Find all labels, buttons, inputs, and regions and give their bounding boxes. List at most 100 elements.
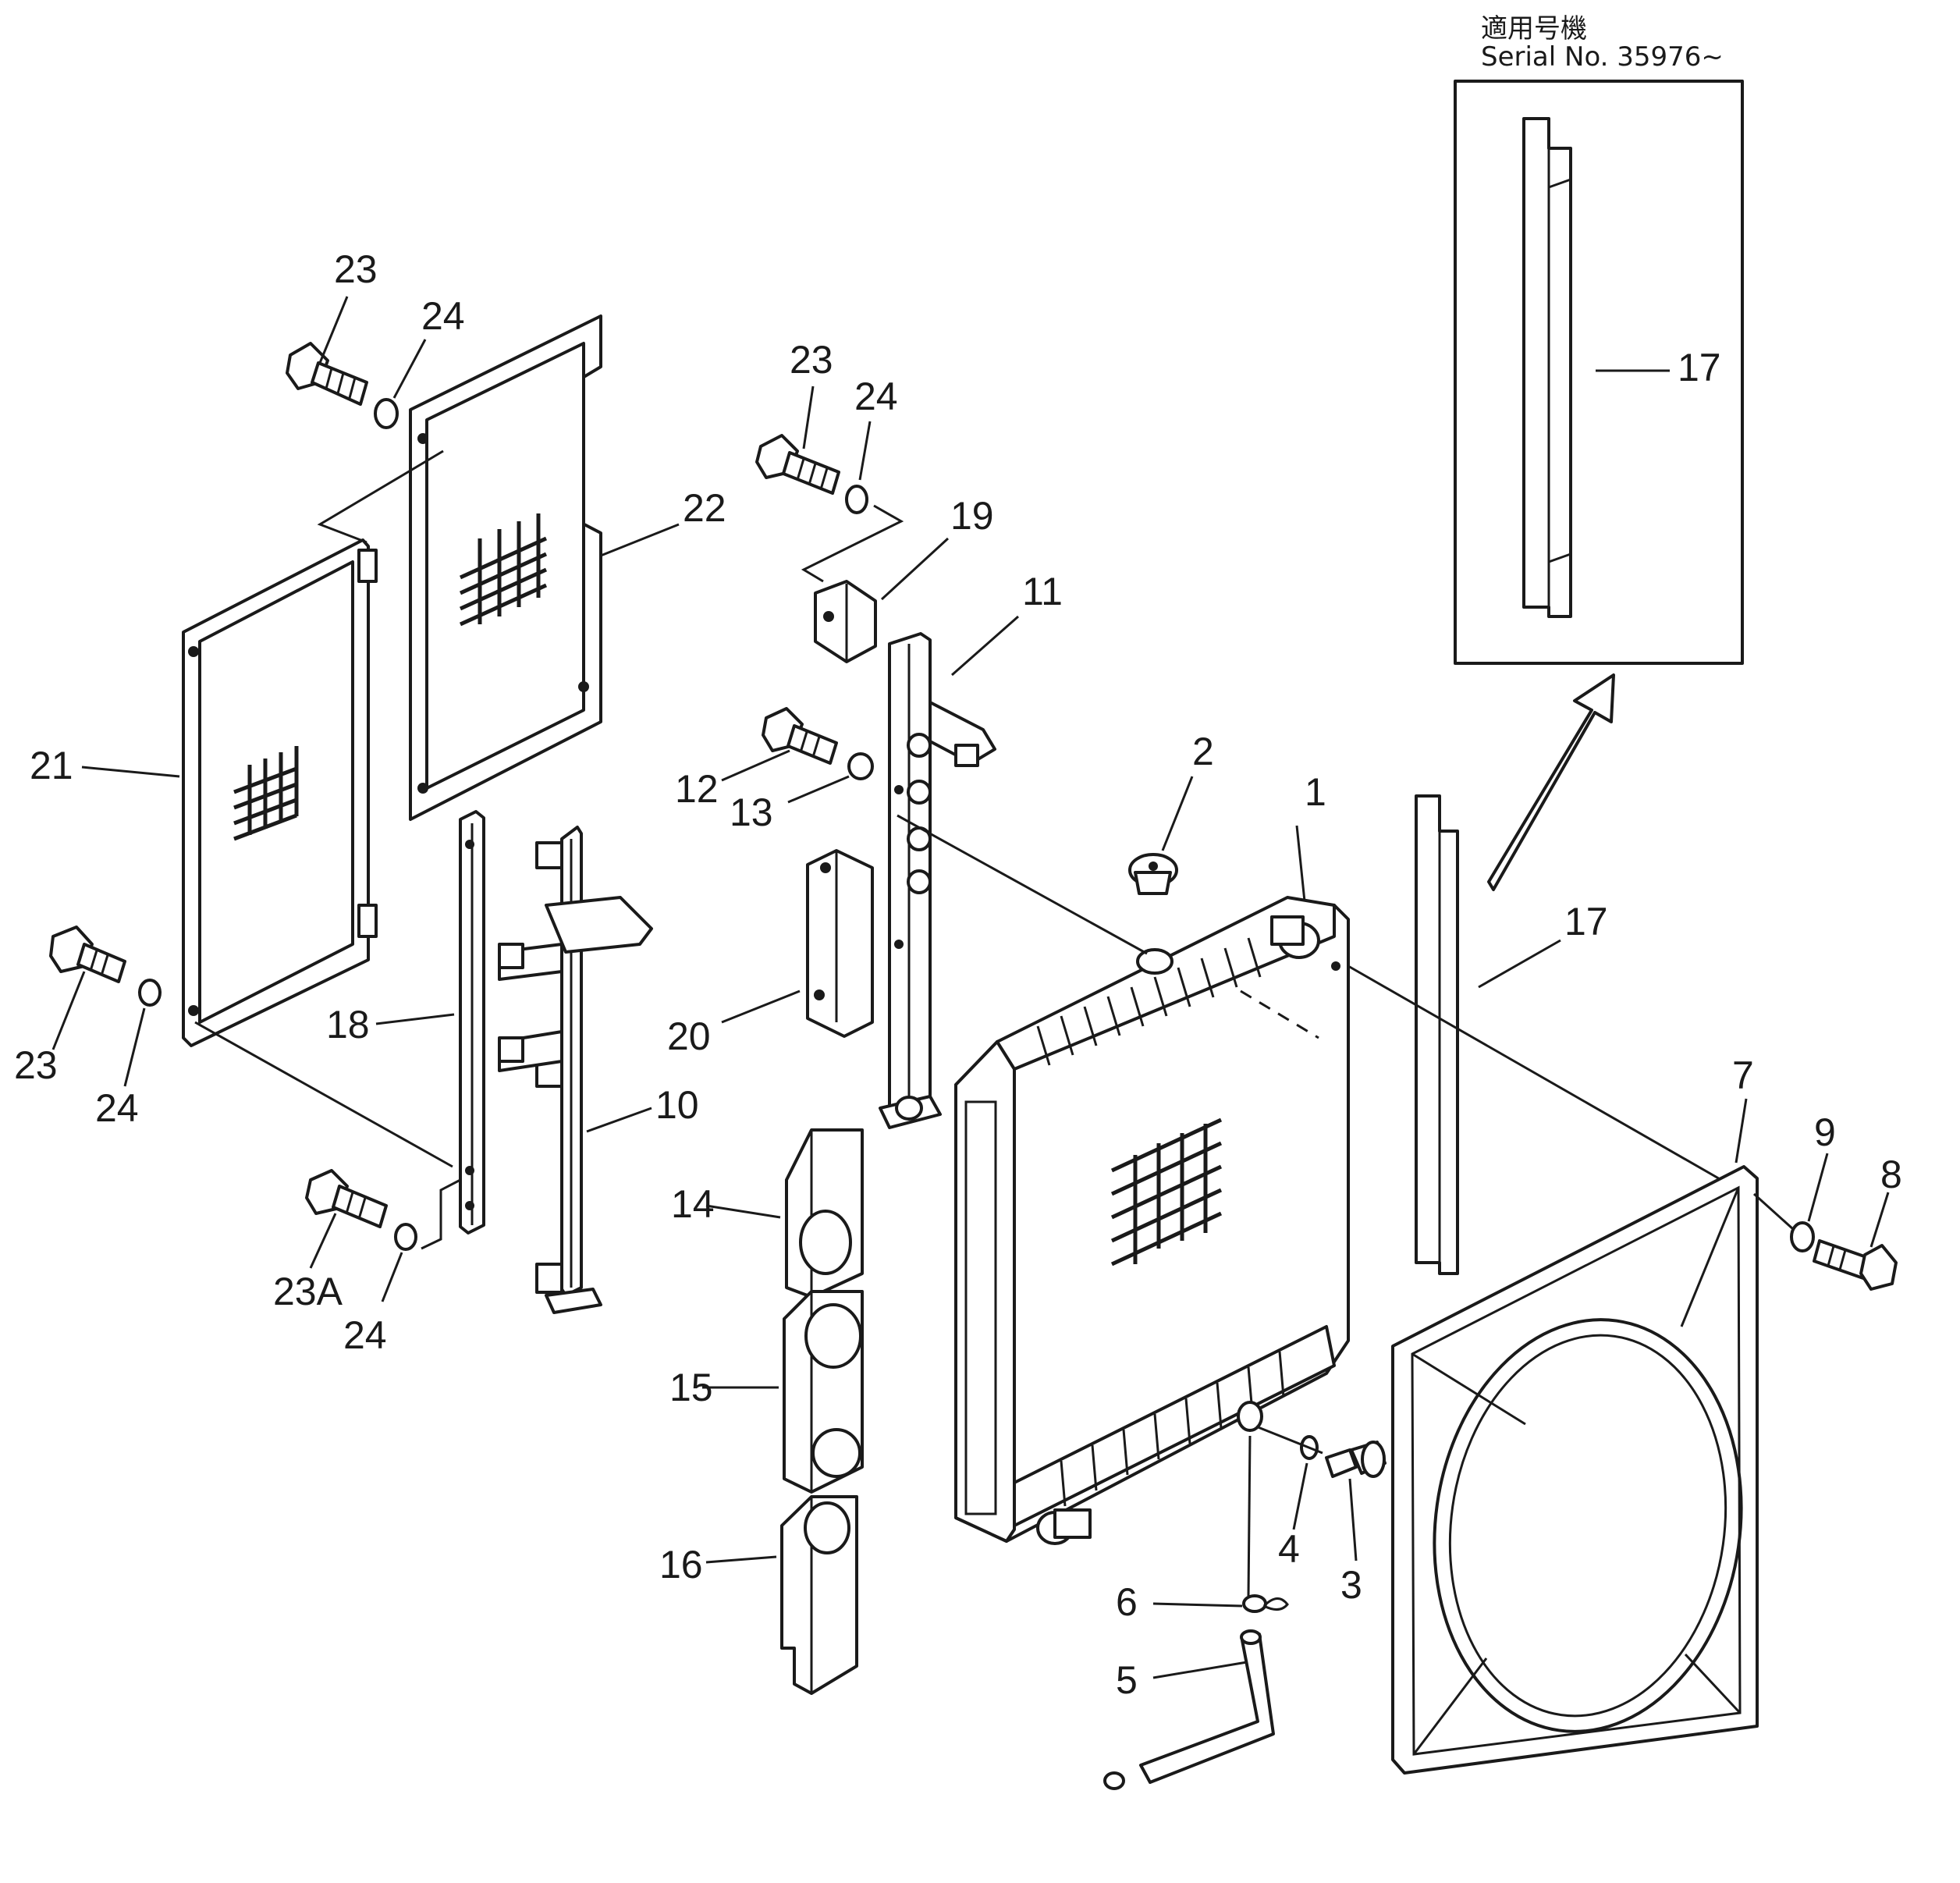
guide-line-17 [1348, 965, 1733, 1188]
bracket-18 [459, 810, 485, 1235]
leader-8 [1869, 1192, 1890, 1248]
bolt-8 [1813, 1239, 1898, 1291]
callout-12: 12 [675, 767, 719, 811]
guide-line-21 [194, 1021, 453, 1168]
radiator-1 [954, 896, 1350, 1545]
callout-13: 13 [730, 791, 773, 834]
leader-13 [787, 775, 850, 804]
leader-23-c [802, 385, 815, 449]
washer-24-left [138, 979, 162, 1007]
guide-line-9 [1752, 1192, 1795, 1231]
hose-clip-6 [1242, 1435, 1289, 1613]
leader-2 [1161, 776, 1194, 851]
leader-24-b [123, 1007, 146, 1087]
bolt-23-left [49, 926, 126, 983]
callout-19: 19 [950, 494, 994, 538]
guide-line-12 [897, 814, 1148, 955]
leader-17 [1478, 939, 1561, 989]
leader-23-a [318, 296, 349, 364]
callout-11: 11 [1022, 570, 1063, 613]
bracket-19 [814, 580, 877, 663]
callout-23-b: 23 [14, 1043, 58, 1087]
callout-3: 3 [1340, 1563, 1362, 1607]
drain-hose-5 [1103, 1629, 1275, 1790]
guide-line-19 [801, 504, 904, 583]
inset-angle-bar [1522, 117, 1572, 618]
callout-17: 17 [1564, 900, 1608, 943]
washer-24-lower [394, 1223, 417, 1251]
block-14 [785, 1128, 864, 1299]
leader-11 [951, 615, 1019, 677]
hidden-line-radiator [1240, 989, 1319, 1039]
guide-line-23A [421, 1178, 461, 1250]
leader-7 [1735, 1098, 1748, 1164]
leader-5 [1152, 1661, 1248, 1679]
leader-21 [81, 766, 180, 778]
leader-14 [705, 1204, 781, 1219]
callout-16: 16 [659, 1543, 703, 1586]
callout-21: 21 [30, 744, 73, 787]
guard-22 [409, 314, 602, 821]
leader-1 [1295, 825, 1306, 902]
leader-24-d [381, 1252, 403, 1302]
callout-9: 9 [1814, 1110, 1836, 1154]
leader-20 [721, 989, 801, 1024]
leader-3 [1348, 1478, 1358, 1561]
callout-20: 20 [667, 1014, 711, 1058]
leader-23A [309, 1213, 337, 1269]
callout-14: 14 [671, 1182, 715, 1226]
callout-24-b: 24 [95, 1086, 139, 1130]
callout-23-a: 23 [334, 247, 378, 291]
side-support-17 [1415, 794, 1459, 1275]
washer-24-top-left [374, 398, 399, 429]
callout-24-a: 24 [421, 294, 465, 338]
leader-4 [1292, 1462, 1308, 1530]
callout-24-c: 24 [854, 375, 898, 418]
fan-shroud-7 [1391, 1165, 1759, 1775]
callout-7: 7 [1732, 1053, 1754, 1097]
drain-plug-3 [1325, 1441, 1387, 1478]
bolt-23A [305, 1169, 388, 1228]
column-11 [879, 632, 996, 1129]
guard-21 [182, 538, 378, 1047]
callout-23A: 23A [273, 1270, 343, 1313]
serial-number-heading: Serial No. 35976~ [1481, 41, 1724, 73]
callout-23-c: 23 [790, 338, 833, 382]
callout-1: 1 [1305, 770, 1326, 814]
leader-22 [600, 523, 680, 557]
applicable-model-heading: 適用号機 [1481, 13, 1587, 44]
bolt-23-top-middle [755, 434, 840, 495]
leader-23-b [51, 971, 86, 1050]
callout-24-d: 24 [343, 1313, 387, 1357]
guide-line-22 [317, 449, 444, 544]
callout-6: 6 [1116, 1580, 1138, 1624]
bracket-20 [806, 849, 874, 1038]
radiator-cap-2 [1128, 853, 1178, 895]
leader-12 [721, 749, 790, 782]
leader-10 [586, 1107, 652, 1133]
callout-17-inset: 17 [1678, 346, 1721, 389]
callout-8: 8 [1880, 1153, 1902, 1196]
callout-5: 5 [1116, 1658, 1138, 1702]
leader-16 [705, 1555, 777, 1564]
serial-inset-box [1454, 80, 1744, 665]
callout-4: 4 [1278, 1527, 1300, 1571]
leader-18 [375, 1013, 455, 1025]
callout-18: 18 [326, 1003, 370, 1046]
guide-line-drain [1255, 1425, 1323, 1455]
washer-9 [1790, 1221, 1815, 1252]
callout-10: 10 [655, 1083, 699, 1127]
washer-13 [847, 752, 874, 780]
washer-24-top-middle [845, 485, 868, 514]
bolt-12 [762, 707, 838, 765]
frame-10 [498, 826, 653, 1314]
callout-15: 15 [669, 1366, 713, 1409]
leader-24-a [392, 339, 427, 399]
leader-24-c [858, 421, 872, 481]
leader-9 [1807, 1153, 1829, 1222]
block-16 [780, 1495, 858, 1695]
reference-arrow [1487, 673, 1615, 891]
block-15 [783, 1290, 864, 1494]
callout-22: 22 [683, 486, 726, 530]
